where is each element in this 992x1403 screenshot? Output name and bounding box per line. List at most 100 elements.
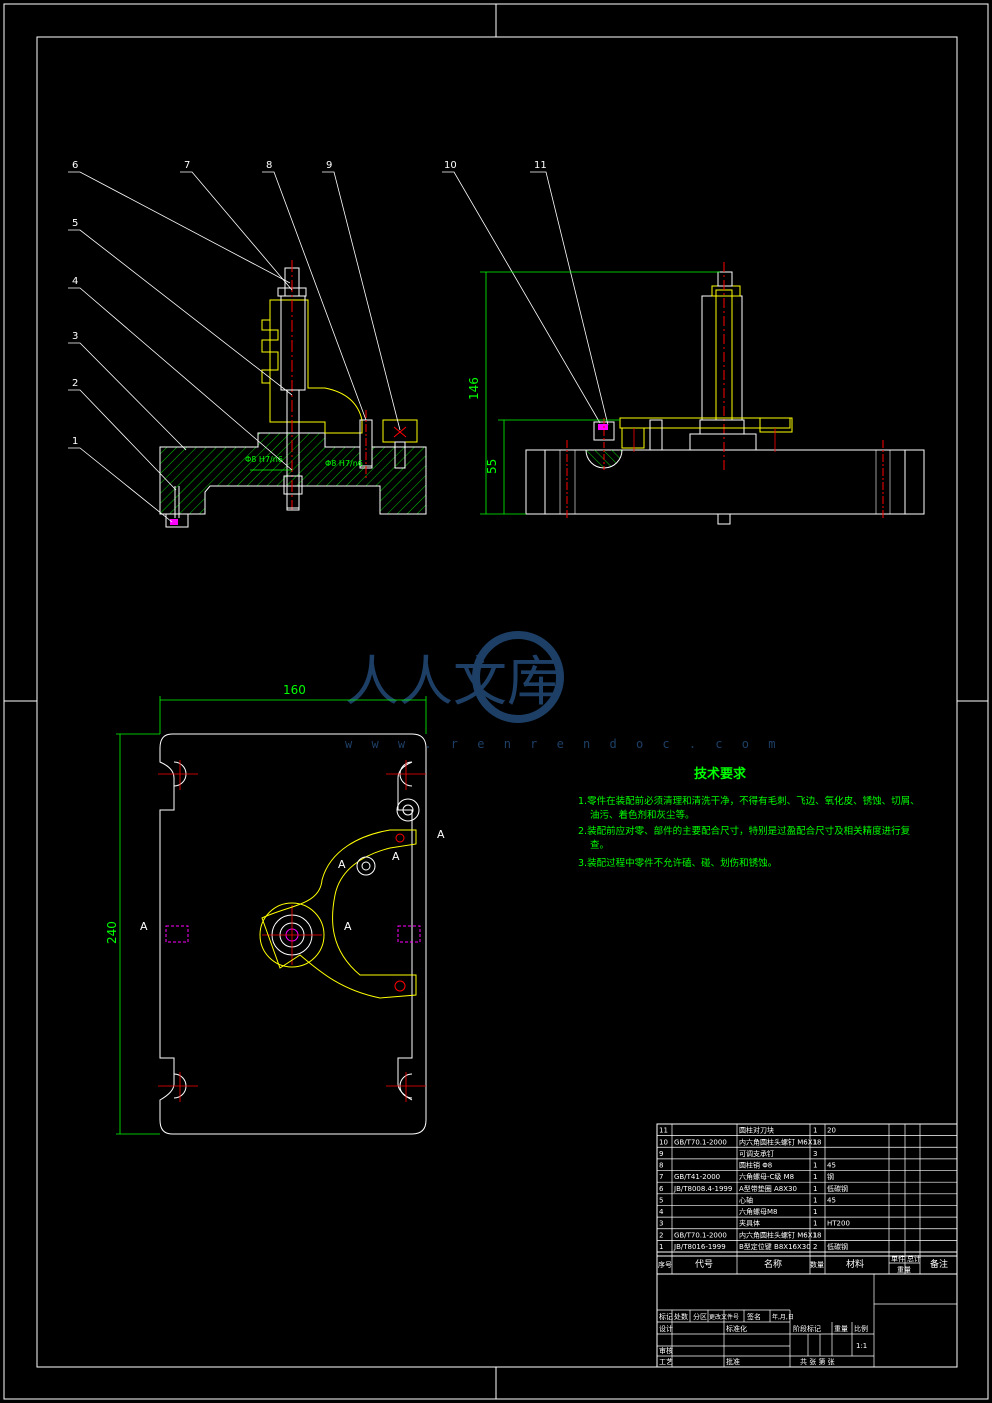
balloon-10: 10 xyxy=(444,160,457,171)
bom-head-total: 总计 xyxy=(907,1254,921,1263)
fixture-body-section xyxy=(159,432,427,515)
bom-cell-name: 六角螺母M8 xyxy=(739,1207,778,1216)
inner-border xyxy=(36,36,958,1368)
tb-sign: 签名 xyxy=(747,1312,761,1321)
mandrel-top xyxy=(259,902,325,968)
tb-stage: 阶段标记 xyxy=(793,1324,821,1333)
tb-date: 年,月,日 xyxy=(772,1313,794,1321)
bom-cell-qty: 1 xyxy=(813,1208,817,1216)
tech-line-2: 油污、着色剂和灰尘等。 xyxy=(590,809,695,821)
bom-cell-name: A型带垫圈 A8X30 xyxy=(739,1184,797,1193)
tech-line-1: 1.零件在装配前必须清理和清洗干净，不得有毛刺、飞边、氧化皮、锈蚀、切屑、 xyxy=(578,795,920,807)
dim-55: 55 xyxy=(485,459,499,474)
mandrel-column xyxy=(269,299,363,434)
bom-cell-code: GB/T41-2000 xyxy=(674,1173,720,1181)
bom-cell-name: B型定位键 B8X16X30 xyxy=(739,1242,811,1251)
tech-line-5: 3.装配过程中零件不允许磕、碰、划伤和锈蚀。 xyxy=(578,857,777,869)
dim-146: 146 xyxy=(467,377,481,400)
bom-head-remark: 备注 xyxy=(930,1258,948,1270)
section-a-3: A xyxy=(392,850,400,863)
bom-cell-mat: 低碳钢 xyxy=(827,1184,848,1193)
bom-cell-name: 夹具体 xyxy=(739,1219,760,1228)
bom-cell-no: 4 xyxy=(659,1208,664,1216)
balloon-2: 2 xyxy=(72,378,78,389)
balloon-6: 6 xyxy=(72,160,78,171)
base-plate xyxy=(159,733,427,1135)
bom-cell-name: 内六角圆柱头螺钉 M6X18 xyxy=(739,1137,821,1146)
section-a-5: A xyxy=(140,920,148,933)
leader-lines xyxy=(68,171,609,523)
bom-cell-qty: 1 xyxy=(813,1231,817,1239)
watermark-url: w w w . r e n r e n d o c . c o m xyxy=(345,737,781,751)
bom-head-mat: 材料 xyxy=(846,1258,864,1270)
balloon-4: 4 xyxy=(72,276,78,287)
section-a-2: A xyxy=(338,858,346,871)
side-view: 146 55 xyxy=(467,262,925,525)
watermark-text: 人人文库 xyxy=(345,650,561,713)
tb-design: 设计 xyxy=(659,1324,673,1333)
dim-240: 240 xyxy=(105,921,119,944)
u-slots xyxy=(173,761,413,1099)
title-block: 标记 处数 分区 更改文件号 签名 年,月,日 设计 标准化 审核 工艺 批准 … xyxy=(656,1273,958,1368)
bom-cell-mat: 钢 xyxy=(827,1172,834,1181)
bom-cell-code: GB/T70.1-2000 xyxy=(674,1231,727,1239)
balloon-1: 1 xyxy=(72,436,78,447)
bom-cell-no: 6 xyxy=(659,1185,664,1193)
section-a-4: A xyxy=(344,920,352,933)
balloon-9: 9 xyxy=(326,160,332,171)
bom-cell-name: 内六角圆柱头螺钉 M6X18 xyxy=(739,1230,821,1239)
bom-cell-mat: 20 xyxy=(827,1127,836,1135)
adjustable-support xyxy=(382,419,418,443)
tb-mark: 标记 xyxy=(659,1312,673,1321)
tb-review: 审核 xyxy=(659,1346,673,1355)
bom-cell-mat: HT200 xyxy=(827,1220,850,1228)
tb-count: 处数 xyxy=(674,1312,688,1321)
tb-process: 工艺 xyxy=(659,1358,673,1366)
bom-head-no: 序号 xyxy=(658,1260,672,1269)
bom-cell-mat: 45 xyxy=(827,1196,836,1204)
bom-cell-code: JB/T8008.4-1999 xyxy=(673,1185,732,1193)
tb-scale-value: 1:1 xyxy=(856,1342,867,1350)
bom-cell-name: 圆柱对刀块 xyxy=(739,1126,774,1135)
dim-160: 160 xyxy=(283,683,306,697)
bom-head-weight: 重量 xyxy=(897,1266,911,1274)
tb-change: 更改文件号 xyxy=(709,1313,739,1321)
bom-cell-name: 心轴 xyxy=(739,1195,753,1204)
fit-left: Φ8 H7/n6 xyxy=(245,455,283,464)
bom-cell-qty: 1 xyxy=(813,1138,817,1146)
bom-cell-no: 8 xyxy=(659,1162,663,1170)
balloon-3: 3 xyxy=(72,331,78,342)
bom-cell-no: 9 xyxy=(659,1150,663,1158)
bom-cell-qty: 3 xyxy=(813,1150,817,1158)
bom-cell-no: 11 xyxy=(659,1127,668,1135)
part-balloons: 6 7 8 9 10 11 5 4 3 2 1 xyxy=(72,160,547,447)
bom-cell-qty: 1 xyxy=(813,1162,817,1170)
watermark: 人人文库 w w w . r e n r e n d o c . c o m xyxy=(345,631,781,751)
bom-cell-qty: 2 xyxy=(813,1243,817,1251)
tech-title: 技术要求 xyxy=(694,766,747,782)
tb-standard: 标准化 xyxy=(726,1324,747,1333)
bom-cell-no: 3 xyxy=(659,1220,663,1228)
bom-head-code: 代号 xyxy=(695,1259,713,1270)
bom-head-unit: 单件 xyxy=(891,1254,905,1263)
bom-cell-qty: 1 xyxy=(813,1173,817,1181)
plate-dimensions xyxy=(116,696,427,1135)
fit-right: Φ8 H7/n6 xyxy=(325,459,363,468)
bom-cell-no: 1 xyxy=(659,1243,663,1251)
section-marks: A A A A A xyxy=(140,828,445,933)
technical-requirements: 技术要求 1.零件在装配前必须清理和清洗干净，不得有毛刺、飞边、氧化皮、锈蚀、切… xyxy=(578,766,920,869)
centering-marks xyxy=(4,4,988,1399)
balloon-11: 11 xyxy=(534,160,547,171)
bom-cell-qty: 1 xyxy=(813,1196,817,1204)
bom-cell-qty: 1 xyxy=(813,1185,817,1193)
balloon-7: 7 xyxy=(184,160,190,171)
bom-cell-code: JB/T8016-1999 xyxy=(673,1243,726,1251)
bom-cell-mat: 45 xyxy=(827,1162,836,1170)
bom-head-qty: 数量 xyxy=(810,1260,824,1269)
bom-cell-no: 5 xyxy=(659,1196,663,1204)
tb-scale: 比例 xyxy=(854,1324,868,1333)
section-a-1: A xyxy=(437,828,445,841)
tb-weight: 重量 xyxy=(834,1325,848,1333)
tb-approve: 批准 xyxy=(726,1357,740,1366)
tb-sheets: 共 张 第 张 xyxy=(800,1357,835,1366)
